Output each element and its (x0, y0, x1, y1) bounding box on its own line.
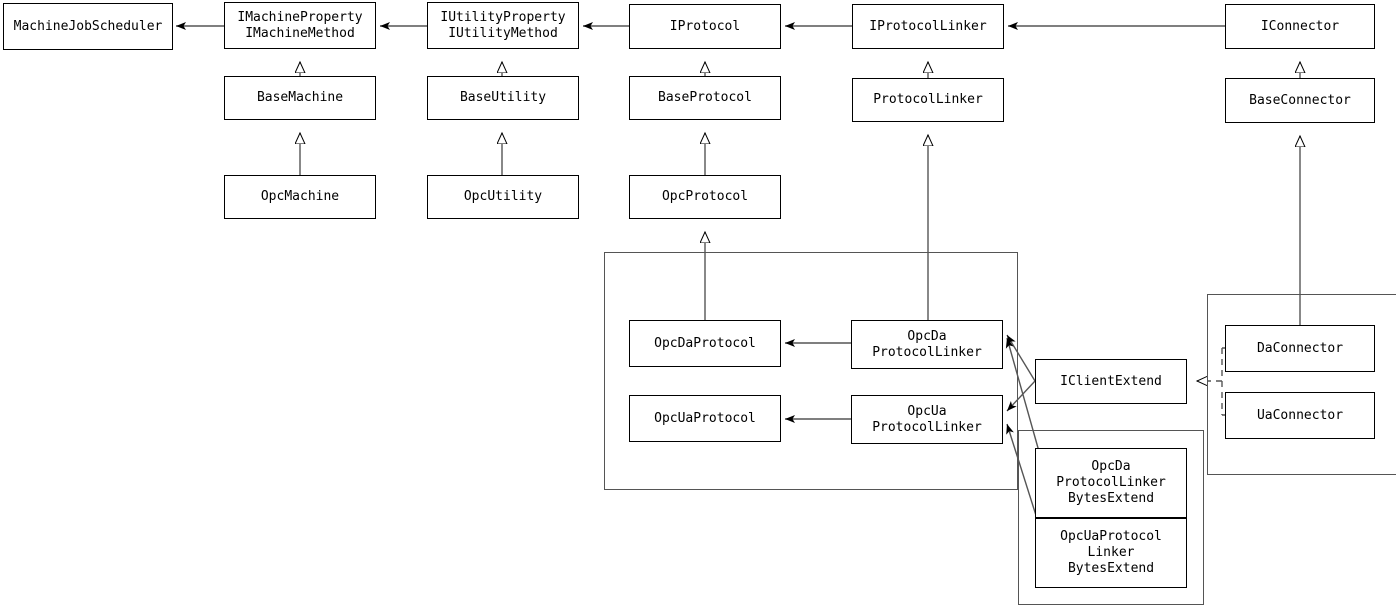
package-connectors (1207, 294, 1396, 475)
class-box-baseconnector[interactable]: BaseConnector (1225, 78, 1375, 123)
class-box-opcuaprotocol[interactable]: OpcUaProtocol (629, 395, 781, 442)
class-box-opcdaprotocollinker[interactable]: OpcDa ProtocolLinker (851, 320, 1003, 369)
class-box-opcmachine[interactable]: OpcMachine (224, 175, 376, 219)
class-box-iprotocol[interactable]: IProtocol (629, 4, 781, 49)
class-box-opcuaprotocollinker[interactable]: OpcUa ProtocolLinker (851, 395, 1003, 444)
class-box-iutilityproperty[interactable]: IUtilityProperty IUtilityMethod (427, 2, 579, 49)
class-box-iprotocollinker[interactable]: IProtocolLinker (852, 4, 1004, 49)
class-box-uaconnector[interactable]: UaConnector (1225, 392, 1375, 439)
class-box-baseutility[interactable]: BaseUtility (427, 76, 579, 120)
class-box-opcprotocol[interactable]: OpcProtocol (629, 175, 781, 219)
class-box-opcutility[interactable]: OpcUtility (427, 175, 579, 219)
class-box-daconnector[interactable]: DaConnector (1225, 325, 1375, 372)
class-box-machinejobscheduler[interactable]: MachineJobScheduler (3, 3, 173, 50)
class-box-baseprotocol[interactable]: BaseProtocol (629, 76, 781, 120)
class-box-iconnector[interactable]: IConnector (1225, 4, 1375, 49)
package-protocols (604, 252, 1018, 490)
class-box-opcdaprotocol[interactable]: OpcDaProtocol (629, 320, 781, 367)
class-box-opcdaprotocollinkerbytesextend[interactable]: OpcDa ProtocolLinker BytesExtend (1035, 448, 1187, 518)
class-box-basemachine[interactable]: BaseMachine (224, 76, 376, 120)
class-box-imachineproperty[interactable]: IMachineProperty IMachineMethod (224, 2, 376, 49)
class-box-iclientextend[interactable]: IClientExtend (1035, 359, 1187, 404)
class-box-protocollinker[interactable]: ProtocolLinker (852, 78, 1004, 122)
class-box-opcuaprotocollinkerbytesextend[interactable]: OpcUaProtocol Linker BytesExtend (1035, 518, 1187, 588)
